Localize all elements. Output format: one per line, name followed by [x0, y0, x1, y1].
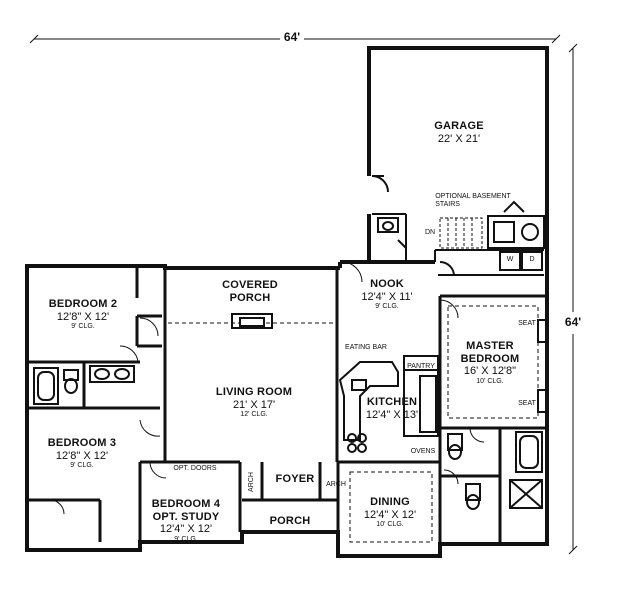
interior-walls [27, 266, 547, 556]
ovens-label: OVENS [410, 448, 436, 455]
master-bedroom-size: 16' X 12'8" [463, 365, 517, 378]
garage-details [371, 175, 407, 262]
basement-stairs-line2: STAIRS [435, 201, 460, 209]
eating-bar-label: EATING BAR [345, 344, 387, 351]
basement-stairs [439, 217, 483, 249]
kitchen-label: KITCHEN 12'4" X 13' [366, 396, 418, 421]
master-bedroom-ceiling: 10' CLG. [476, 377, 504, 385]
bedroom2-ceiling: 9' CLG. [71, 323, 95, 331]
ceiling-outlines [168, 305, 539, 543]
kitchen-size: 12'4" X 13' [365, 408, 419, 421]
pantry-label: PANTRY [407, 363, 435, 370]
bedroom3-label: BEDROOM 3 12'8" X 12' 9' CLG. [48, 437, 116, 470]
dining-ceiling: 10' CLG. [376, 521, 404, 529]
kitchen-counters [338, 355, 439, 453]
bedroom4-label: BEDROOM 4 OPT. STUDY 12'4" X 12' 9' CLG. [152, 498, 220, 544]
dining-name: DINING [370, 496, 410, 508]
kitchen-name: KITCHEN [366, 396, 418, 408]
living-room-ceiling: 12' CLG. [240, 411, 268, 419]
bedroom2-size: 12'8" X 12' [56, 310, 110, 323]
arch-left-label: ARCH [247, 472, 255, 492]
width-dimension-line [29, 34, 561, 44]
nook-name: NOOK [370, 278, 404, 290]
master-bedroom-name-line2: BEDROOM [460, 352, 520, 365]
dining-size: 12'4" X 12' [363, 508, 417, 521]
arch-right-label: ARCH [326, 481, 346, 488]
nook-ceiling: 9' CLG. [375, 303, 399, 311]
bath2-fixtures [33, 365, 135, 405]
covered-porch-name: COVERED PORCH [222, 279, 278, 304]
bedroom2-name: BEDROOM 2 [48, 298, 118, 310]
master-bath-fixtures [447, 319, 549, 510]
foyer-label: FOYER [275, 473, 315, 485]
bedroom3-size: 12'8" X 12' [55, 449, 109, 462]
fireplace [231, 313, 273, 329]
basement-stairs-line1: OPTIONAL BASEMENT [435, 193, 511, 200]
covered-porch-label: COVERED PORCH [210, 279, 290, 304]
garage-label: GARAGE 22' X 21' [434, 120, 483, 145]
basement-stairs-label: OPTIONAL BASEMENT STAIRS [435, 193, 511, 209]
washer-label: W [506, 256, 514, 263]
living-room-name: LIVING ROOM [215, 386, 293, 398]
seat-lower-label: SEAT [518, 400, 536, 407]
bedroom3-ceiling: 9' CLG. [70, 462, 94, 470]
seat-upper-label: SEAT [518, 320, 536, 327]
nook-size: 12'4" X 11' [361, 290, 413, 303]
door-swings [49, 261, 485, 515]
bedroom2-label: BEDROOM 2 12'8" X 12' 9' CLG. [49, 298, 117, 331]
garage-name: GARAGE [434, 120, 484, 132]
dn-label: DN [424, 229, 436, 236]
porch-label: PORCH [269, 515, 311, 527]
master-bedroom-label: MASTER BEDROOM 16' X 12'8" 10' CLG. [461, 340, 520, 386]
overall-width-label: 64' [283, 30, 301, 44]
dryer-label: D [529, 256, 535, 263]
opt-doors-label: OPT. DOORS [173, 465, 217, 472]
bedroom4-size: 12'4" X 12' [159, 523, 213, 536]
bedroom3-name: BEDROOM 3 [47, 437, 117, 449]
nook-label: NOOK 12'4" X 11' 9' CLG. [361, 278, 412, 311]
depth-dimension-line [568, 43, 578, 555]
overall-depth-label: 64' [564, 315, 582, 329]
utility-area [434, 200, 545, 277]
living-room-size: 21' X 17' [232, 398, 276, 411]
bedroom4-name-line1: BEDROOM 4 [151, 498, 221, 510]
garage-size: 22' X 21' [437, 132, 481, 145]
dining-label: DINING 12'4" X 12' 10' CLG. [364, 496, 416, 529]
bedroom4-name-line2: OPT. STUDY [152, 510, 220, 523]
bedroom4-ceiling: 9' CLG. [174, 535, 198, 543]
living-room-label: LIVING ROOM 21' X 17' 12' CLG. [216, 386, 292, 419]
master-bedroom-name-line1: MASTER [466, 340, 514, 352]
